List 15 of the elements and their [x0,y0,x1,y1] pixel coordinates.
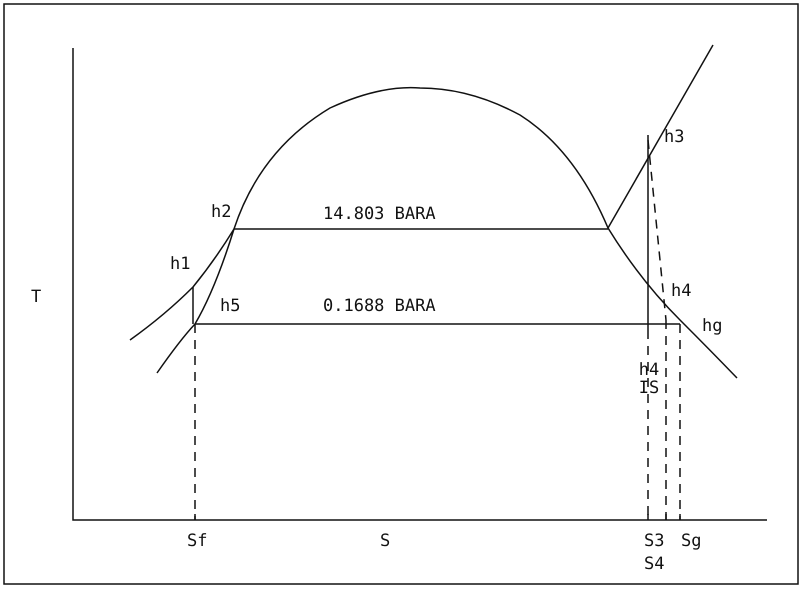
point-label: Sf [187,532,208,550]
point-label: S [380,532,390,550]
point-label: S4 [644,555,664,573]
point-label: h5 [220,297,240,315]
axis-label: T [31,288,42,306]
point-label: h3 [664,128,684,146]
point-label: S3 [644,532,664,550]
pressure-label: 0.1688 BARA [323,297,436,315]
point-label: h2 [211,203,232,221]
point-label: h4 IS [638,361,660,397]
point-label: h1 [170,255,190,273]
point-label: h4 [671,282,692,300]
point-label: Sg [681,532,702,550]
pressure-label: 14.803 BARA [323,205,436,223]
point-label: hg [702,317,722,335]
